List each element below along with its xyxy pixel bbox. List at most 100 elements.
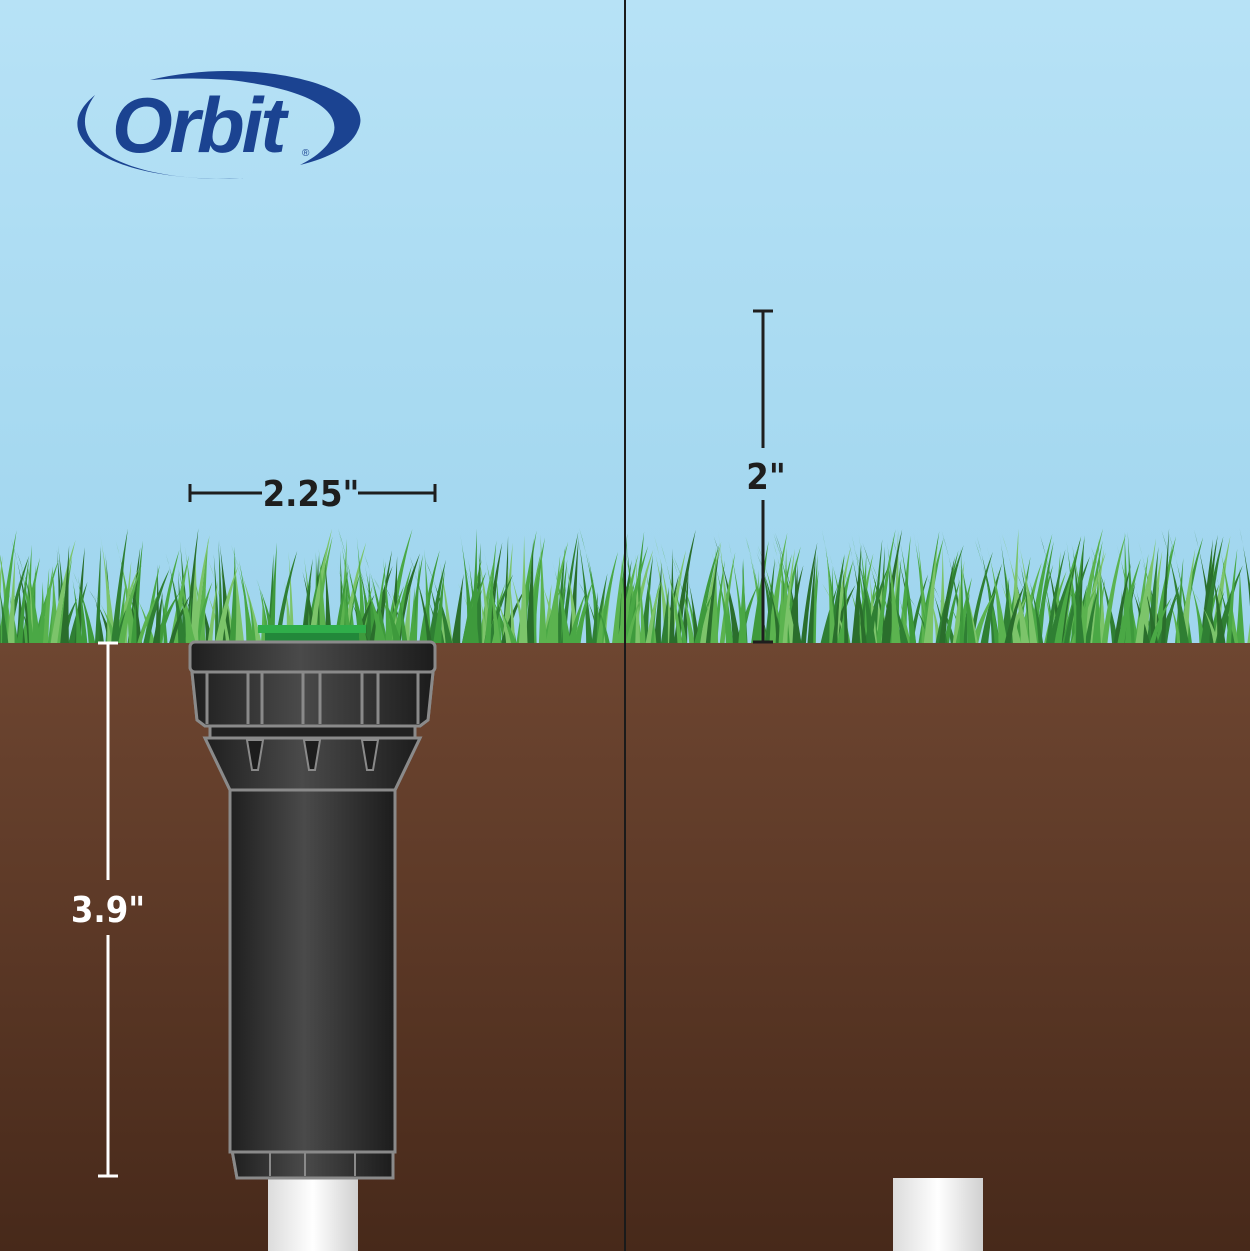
grass-blade [130, 540, 143, 648]
width-dimension [188, 484, 437, 502]
grass-blade [856, 550, 877, 648]
grass-blade [0, 591, 9, 648]
pipe [268, 1178, 358, 1251]
grass-blade [566, 592, 586, 648]
grass-blade [170, 577, 198, 648]
grass-blade [77, 576, 88, 648]
body-height-dimension [98, 641, 118, 1178]
grass-blade [652, 543, 674, 648]
housing-bottom [230, 1148, 395, 1180]
grass-blade [219, 539, 233, 648]
grass-blade [167, 595, 191, 648]
grass-blade [437, 552, 453, 648]
grass-blade [0, 605, 1, 648]
grass-blade [1090, 546, 1120, 648]
grass-blade [660, 586, 669, 648]
grass-blade [73, 571, 97, 648]
grass-blade [432, 569, 445, 648]
grass-blade [959, 557, 977, 648]
grass-blade [427, 559, 447, 648]
grass-blade [979, 563, 1003, 648]
grass-blade [673, 556, 701, 648]
grass-blade [764, 558, 776, 648]
grass-blade [307, 528, 333, 648]
grass-blade [1141, 538, 1157, 648]
grass-blade [213, 565, 239, 648]
grass-blade [1034, 541, 1054, 648]
grass [0, 528, 1250, 648]
grass-blade [1218, 541, 1239, 648]
grass-blade [782, 548, 795, 648]
grass-blade [1148, 597, 1172, 648]
grass-blade [819, 586, 838, 648]
registered-mark: ® [302, 148, 310, 159]
grass-blade [268, 542, 277, 648]
grass-blade [1001, 534, 1031, 648]
grass-blade [0, 555, 3, 648]
width-label: 2.25" [263, 474, 360, 515]
grass-blade [94, 545, 101, 648]
grass-blade [168, 555, 190, 648]
grass-blade [1210, 565, 1227, 648]
grass-blade [274, 550, 298, 648]
grass-blade [942, 579, 961, 648]
grass-blade [409, 556, 433, 648]
grass-blade [713, 536, 742, 648]
housing [188, 640, 437, 1180]
grass-blade [260, 592, 266, 648]
taper-fin [302, 739, 322, 771]
pipe [893, 1178, 983, 1251]
grass-blade [1193, 529, 1218, 648]
grass-blade [470, 528, 478, 648]
grass-blade [1045, 549, 1066, 648]
grass-blade [897, 528, 917, 648]
grass-blade [358, 567, 388, 648]
grass-blade [1161, 530, 1190, 648]
grass-blade [705, 553, 719, 648]
grass-blade [1124, 592, 1132, 648]
grass-blade [191, 535, 210, 648]
grass-blade [959, 547, 964, 648]
grass-blade [807, 552, 816, 648]
grass-blade [719, 552, 736, 648]
grass-blade [1235, 567, 1246, 648]
grass-blade [233, 556, 245, 648]
grass-blade [548, 554, 561, 648]
grass-blade [841, 558, 849, 648]
grass-blade [576, 531, 593, 648]
grass-blade [11, 539, 34, 648]
grass-blade [848, 541, 868, 648]
grass-blade [968, 551, 993, 648]
grass-blade [660, 543, 683, 648]
grass-blade [1134, 553, 1154, 648]
grass-blade [974, 539, 1001, 648]
grass-blade [692, 592, 714, 648]
grass-blade [552, 560, 572, 648]
grass-blade [213, 554, 220, 648]
grass-blade [460, 534, 476, 648]
grass-blade [851, 544, 862, 648]
grass-blade [986, 546, 1009, 648]
grass-blade [711, 552, 733, 648]
grass-blade [595, 595, 605, 648]
grass-blade [1225, 548, 1238, 648]
grass-blade [408, 587, 416, 648]
grass-blade [1101, 533, 1126, 648]
grass-blade [668, 548, 675, 648]
grass-blade [318, 548, 328, 648]
grass-blade [115, 540, 139, 648]
grass-blade [527, 592, 538, 648]
grass-blade [635, 554, 641, 648]
grass-blade [1116, 558, 1141, 648]
grass-blade [208, 560, 231, 648]
grass-blade [825, 543, 837, 648]
grass-blade [248, 594, 257, 648]
grass-blade [235, 558, 263, 648]
grass-blade [72, 579, 83, 648]
grass-blade [688, 579, 701, 648]
grass-blade [737, 558, 748, 648]
grass-blade [1047, 566, 1075, 648]
grass-blade [373, 577, 403, 648]
grass-blade [1072, 545, 1085, 648]
